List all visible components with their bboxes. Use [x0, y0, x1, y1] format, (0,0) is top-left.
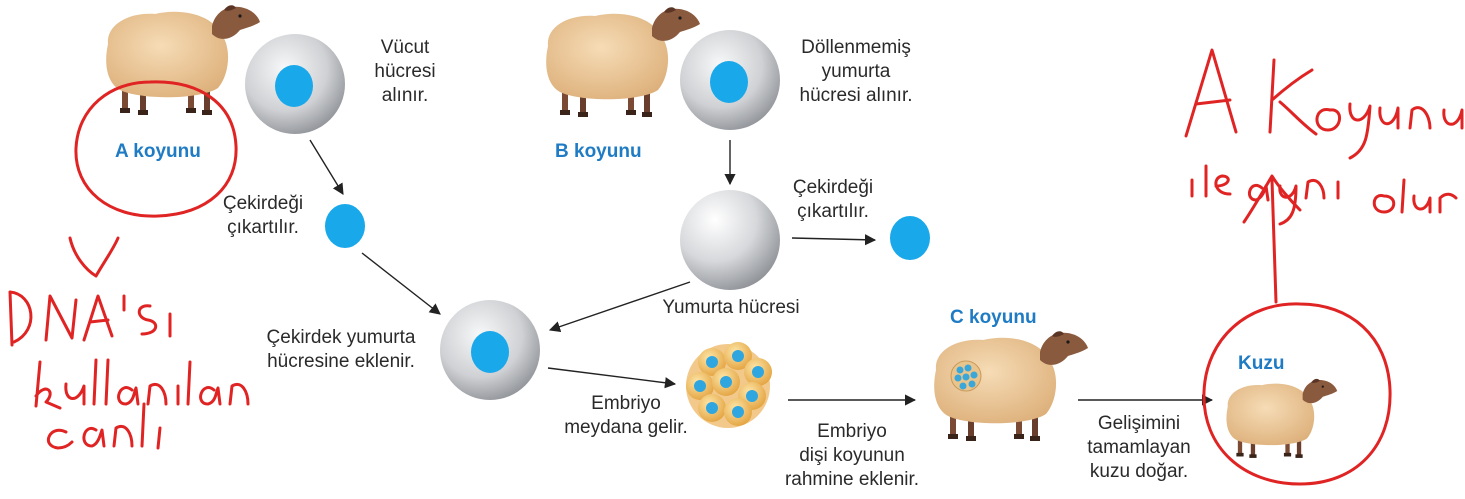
label-embriyo2-line2: dişi koyunun	[799, 445, 905, 466]
label-gelisim-line3: kuzu doğar.	[1089, 461, 1189, 482]
label-cekirdek-line1: Çekirdek yumurta	[266, 327, 416, 348]
label-yumurta-hucresi: Yumurta hücresi	[662, 297, 800, 318]
label-cekirdegi-a: Çekirdeği çıkartılır.	[208, 192, 318, 240]
lamb	[1226, 378, 1338, 458]
body-cell-nucleus	[275, 65, 313, 107]
label-dollen-line2: yumurta	[821, 61, 891, 82]
label-gelisim-line1: Gelişimini	[1097, 413, 1181, 434]
egg-cell-nucleus	[710, 61, 748, 103]
enucleated-egg-cell	[680, 190, 780, 290]
label-dollen-line1: Döllenmemiş	[801, 37, 911, 58]
label-embriyo-line2: meydana gelir.	[564, 417, 688, 438]
label-kuzu: Kuzu	[1238, 353, 1285, 374]
reconstructed-egg-nucleus	[471, 331, 509, 373]
label-embriyo-rahmine: Embriyo dişi koyunun rahmine eklenir.	[772, 420, 932, 492]
label-vucut-line2: hücresi	[374, 61, 436, 82]
label-a-koyunu: A koyunu	[115, 141, 201, 162]
extracted-nucleus-a	[325, 204, 365, 248]
down-check-mark	[68, 236, 120, 278]
label-cekirdek-line2: hücresine eklenir.	[267, 351, 415, 372]
label-cekirdegi-b-line1: Çekirdeği	[792, 177, 874, 198]
label-b-koyunu: B koyunu	[555, 141, 642, 162]
label-cekirdek-eklenir: Çekirdek yumurta hücresine eklenir.	[246, 326, 436, 374]
label-embriyo-line1: Embriyo	[591, 393, 661, 414]
label-cekirdegi-b: Çekirdeği çıkartılır.	[778, 176, 888, 224]
label-vucut-line3: alınır.	[381, 85, 429, 106]
label-vucut-line1: Vücut	[380, 37, 430, 58]
extracted-nucleus-b	[890, 216, 930, 260]
circle-kuzu	[1202, 302, 1392, 486]
label-c-koyunu: C koyunu	[950, 307, 1037, 328]
circle-a-koyunu	[74, 80, 238, 218]
process-arrows	[309, 139, 1214, 406]
handwritten-annotations	[8, 48, 1464, 486]
label-embriyo2-line1: Embriyo	[817, 421, 887, 442]
label-vucut-hucresi: Vücut hücresi alınır.	[360, 36, 450, 108]
label-embriyo-meydana: Embriyo meydana gelir.	[556, 392, 696, 440]
label-embriyo2-line3: rahmine eklenir.	[784, 469, 920, 490]
label-gelisim: Gelişimini tamamlayan kuzu doğar.	[1074, 412, 1204, 484]
label-gelisim-line2: tamamlayan	[1087, 437, 1191, 458]
label-cekirdegi-b-line2: çıkartılır.	[797, 201, 869, 222]
sheep-b	[546, 7, 700, 117]
embryo-cluster	[686, 342, 772, 428]
label-dollenmemis: Döllenmemiş yumurta hücresi alınır.	[786, 36, 926, 108]
label-dollen-line3: hücresi alınır.	[799, 85, 913, 106]
label-cekirdegi-a-line2: çıkartılır.	[227, 217, 299, 238]
sheep-a	[106, 5, 260, 115]
label-cekirdegi-a-line1: Çekirdeği	[222, 193, 304, 214]
